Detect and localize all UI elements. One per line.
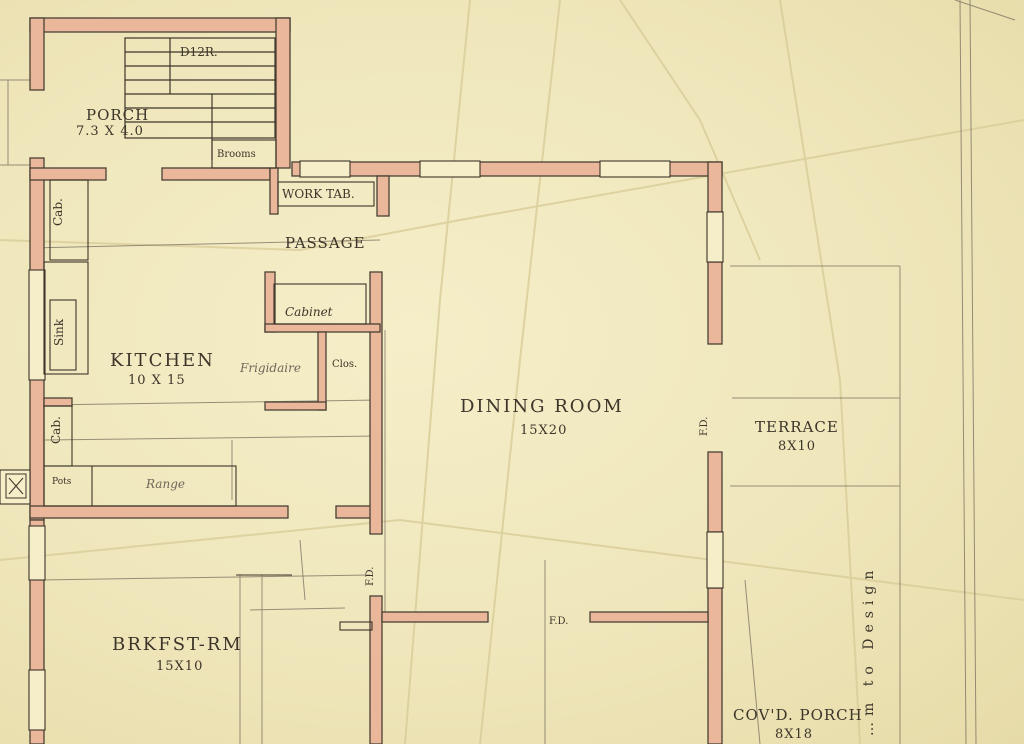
frigidaire-label: Frigidaire: [240, 361, 301, 375]
d12r-label: D12R.: [180, 45, 218, 59]
porch-size: 7.3 X 4.0: [76, 124, 144, 139]
porch-label: PORCH: [86, 106, 150, 124]
brooms-label: Brooms: [217, 149, 256, 160]
cab-upper-label: Cab.: [51, 198, 65, 226]
fixtures: [43, 139, 375, 631]
kitchen-label: KITCHEN: [110, 350, 215, 371]
terrace-size: 8X10: [778, 439, 817, 454]
margin-note: …m to Design: [861, 564, 877, 736]
french-door-breakfast-label: F.D.: [365, 566, 376, 586]
dining-room-size: 15X20: [520, 423, 568, 438]
closet-label: Clos.: [332, 359, 358, 370]
windows: [0, 160, 724, 731]
french-door-dining-label: F.D.: [699, 416, 710, 436]
terrace-label: TERRACE: [755, 418, 839, 436]
breakfast-room-size: 15X10: [156, 659, 204, 674]
covered-porch-size: 8X18: [775, 727, 814, 742]
cabinet-label: Cabinet: [285, 305, 333, 319]
kitchen-size: 10 X 15: [128, 373, 186, 388]
covered-porch-label: COV'D. PORCH: [733, 706, 863, 724]
breakfast-room-label: BRKFST-RM: [112, 634, 243, 655]
work-table-label: WORK TAB.: [282, 187, 355, 201]
passage-label: PASSAGE: [285, 234, 366, 252]
sink-label: Sink: [52, 318, 66, 346]
stairs: [124, 37, 276, 160]
range-label: Range: [146, 477, 185, 491]
column-marker: [5, 473, 27, 499]
french-door-bottom-label: F.D.: [549, 616, 569, 627]
dining-room-label: DINING ROOM: [460, 396, 624, 417]
pots-label: Pots: [52, 477, 72, 487]
cab-lower-label: Cab.: [49, 416, 63, 444]
